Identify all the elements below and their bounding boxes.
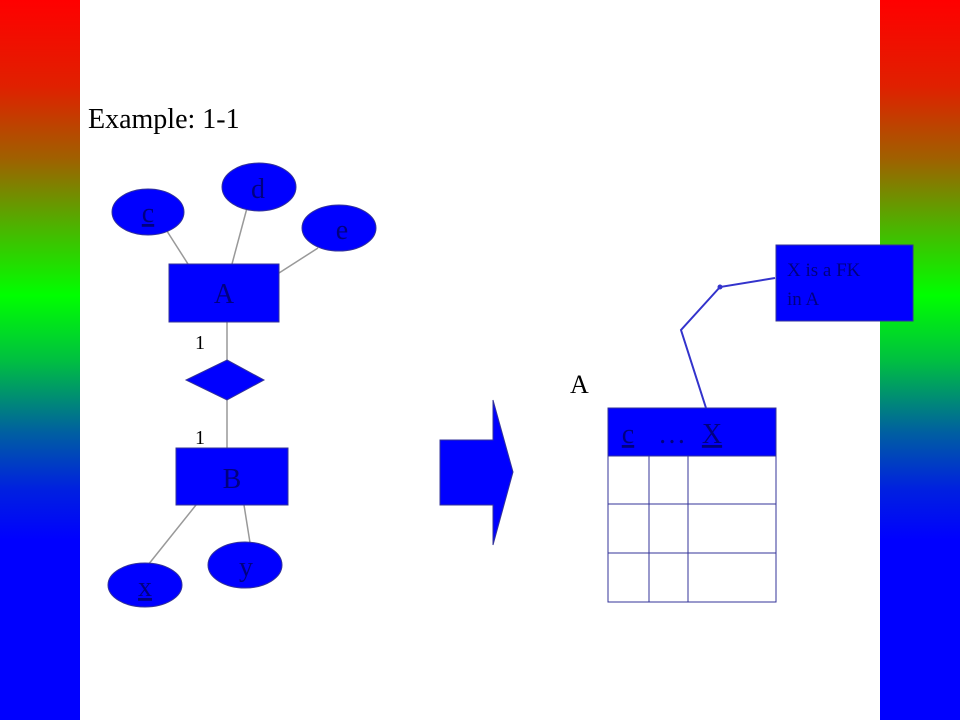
attribute-c: c — [111, 188, 185, 236]
edge-b-y — [243, 504, 252, 550]
table-body — [607, 455, 777, 603]
attribute-e-label: e — [336, 215, 348, 246]
entity-b-label: B — [223, 464, 242, 495]
table-header-row — [607, 407, 777, 457]
slide-title: Example: 1-1 — [88, 104, 240, 135]
cardinality-a-label: 1 — [195, 332, 205, 354]
edge-b-x — [147, 504, 197, 566]
column-ellipsis-header: … — [658, 419, 686, 450]
relationship-diamond — [184, 359, 266, 401]
relation-table: c … X — [607, 407, 777, 603]
edge-e-a — [278, 247, 319, 274]
right-gradient-bar — [880, 0, 960, 720]
attribute-y-label: y — [239, 552, 253, 583]
attribute-y: y — [207, 541, 283, 589]
cardinality-b-label: 1 — [195, 427, 205, 449]
table-name: A — [570, 370, 589, 399]
callout-line-2: in A — [787, 289, 819, 310]
attribute-d-label: d — [251, 174, 265, 205]
attribute-c-label: c — [142, 198, 154, 229]
attribute-x-label: x — [138, 572, 152, 603]
callout-connector — [679, 277, 776, 409]
callout-line-1: X is a FK — [787, 260, 861, 281]
column-c-header: c — [622, 419, 634, 450]
edge-c-a — [164, 227, 189, 265]
edge-d-a — [231, 207, 248, 265]
entity-a: A — [168, 263, 280, 323]
attribute-x: x — [107, 562, 183, 608]
attribute-d: d — [221, 162, 297, 212]
entity-a-label: A — [214, 279, 235, 310]
callout-vertex — [717, 284, 723, 290]
left-gradient-bar — [0, 0, 80, 720]
transform-arrow-icon — [439, 399, 514, 546]
entity-b: B — [175, 447, 289, 506]
fk-callout: X is a FK in A — [775, 244, 914, 322]
attribute-e: e — [301, 204, 377, 252]
column-x-header: X — [702, 419, 722, 450]
